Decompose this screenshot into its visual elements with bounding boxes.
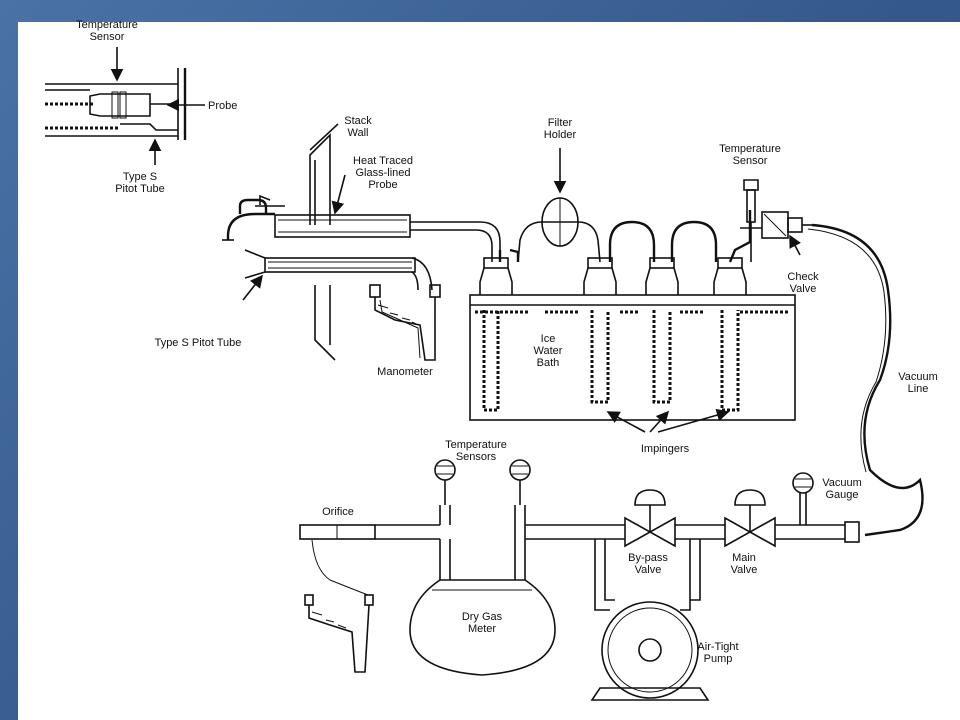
heat-traced-probe: [222, 174, 440, 241]
diagram-canvas: [18, 22, 960, 720]
label-dry-gas-meter: Dry Gas Meter: [462, 611, 503, 635]
label-line: Holder: [544, 129, 577, 141]
label-line: Meter: [468, 623, 496, 635]
label-temperature-sensor-right: Temperature Sensor: [719, 143, 781, 167]
impingers: [479, 248, 747, 433]
label-filter-holder: Filter Holder: [544, 117, 577, 141]
label-vacuum-line: Vacuum Line: [898, 371, 938, 395]
label-line: Main: [732, 552, 756, 564]
stack-wall: [309, 123, 339, 361]
dry-gas-meter: [409, 579, 556, 676]
label-impingers: Impingers: [641, 443, 690, 455]
ice-water-bath: [469, 294, 796, 421]
main-valve: [724, 489, 776, 548]
label-line: Sensor: [90, 31, 125, 43]
label-line: Temperature: [445, 439, 507, 451]
sample-line: [440, 221, 501, 262]
label-line: Line: [908, 383, 929, 395]
label-ice-water-bath: Ice Water Bath: [534, 333, 563, 369]
label-heat-traced: Heat Traced Glass-lined Probe: [353, 155, 413, 191]
label-check-valve: Check Valve: [787, 271, 819, 295]
label-line: Stack: [344, 115, 372, 127]
label-probe: Probe: [208, 100, 237, 112]
label-line: Sensors: [456, 451, 497, 463]
label-manometer-top: Manometer: [377, 366, 433, 378]
label-air-tight-pump: Air-Tight Pump: [697, 641, 738, 665]
manometer-top: [369, 284, 441, 361]
label-line: Temperature: [719, 143, 781, 155]
label-line: Dry Gas: [462, 611, 503, 623]
label-line: Pitot Tube: [115, 183, 165, 195]
label-temperature-sensors: Temperature Sensors: [445, 439, 507, 463]
meter-piping: [439, 505, 860, 611]
label-line: Temperature: [76, 19, 138, 31]
pitot-tube-side: [242, 249, 433, 301]
air-tight-pump: [590, 601, 710, 701]
label-vacuum-gauge: Vacuum Gauge: [822, 477, 862, 501]
label-line: Sensor: [733, 155, 768, 167]
label-type-s-pitot-side: Type S Pitot Tube: [155, 337, 242, 349]
label-line: Check: [787, 271, 819, 283]
label-line: Bath: [537, 357, 560, 369]
orifice: [299, 524, 440, 540]
label-type-s-pitot-top: Type S Pitot Tube: [115, 171, 165, 195]
label-line: Wall: [348, 127, 369, 139]
label-bypass-valve: By-pass Valve: [628, 552, 668, 576]
label-orifice: Orifice: [322, 506, 354, 518]
vacuum-gauge: [792, 472, 814, 525]
label-line: By-pass: [628, 552, 668, 564]
label-stack-wall: Stack Wall: [344, 115, 372, 139]
label-line: Valve: [731, 564, 758, 576]
temperature-sensors-pair: [434, 459, 531, 505]
label-line: Pump: [704, 653, 733, 665]
check-valve: [740, 211, 812, 256]
label-line: Probe: [368, 179, 397, 191]
label-line: Air-Tight: [697, 641, 738, 653]
label-line: Vacuum: [898, 371, 938, 383]
label-line: Water: [534, 345, 563, 357]
label-temperature-sensor-top: Temperature Sensor: [76, 19, 138, 43]
label-main-valve: Main Valve: [731, 552, 758, 576]
label-line: Gauge: [825, 489, 858, 501]
filter-holder: [517, 148, 601, 263]
label-line: Valve: [635, 564, 662, 576]
probe-inset: [45, 47, 205, 165]
label-line: Type S: [123, 171, 157, 183]
label-line: Filter: [548, 117, 573, 129]
label-line: Vacuum: [822, 477, 862, 489]
impinger-connectors: [608, 210, 752, 263]
label-line: Ice: [541, 333, 556, 345]
vacuum-line: [807, 223, 924, 537]
bypass-valve: [624, 489, 676, 548]
label-line: Heat Traced: [353, 155, 413, 167]
label-line: Glass-lined: [355, 167, 410, 179]
manometer-bottom: [304, 539, 374, 673]
label-line: Valve: [790, 283, 817, 295]
